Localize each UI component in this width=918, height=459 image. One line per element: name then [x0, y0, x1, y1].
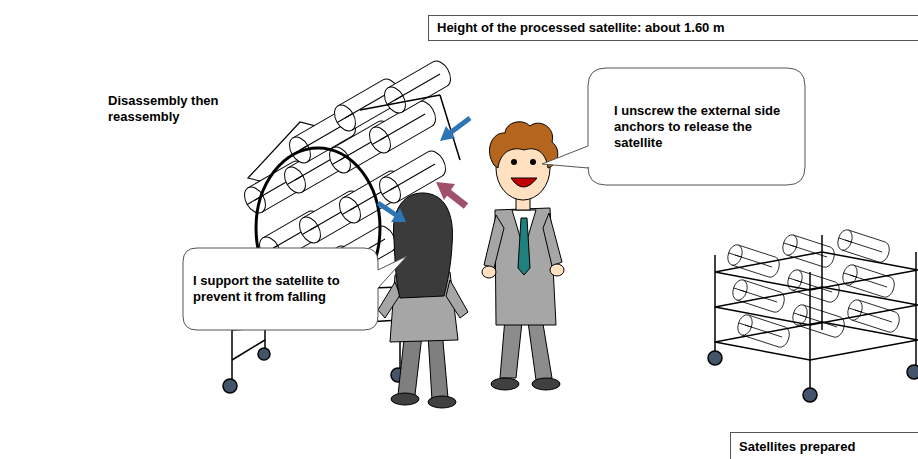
storage-rack: [803, 388, 817, 402]
storage-rack: [809, 272, 811, 388]
operator-woman: [378, 193, 468, 408]
operator-man: [490, 122, 558, 168]
bubble-outline: [542, 68, 805, 185]
operator-man: [511, 178, 537, 187]
storage-rack: [715, 287, 918, 325]
operator-man: [530, 159, 536, 165]
satellite-cylinders: [360, 95, 440, 110]
satellite-cart: [223, 379, 237, 393]
operator-woman: [378, 282, 400, 318]
satellite-cylinders: [840, 263, 896, 299]
operator-woman: [446, 280, 468, 318]
storage-rack: [821, 235, 823, 330]
operator-man: [543, 213, 562, 266]
operator-man: [518, 218, 530, 275]
operator-woman: [393, 193, 452, 298]
storage-rack: [708, 351, 722, 365]
node-text: I unscrew the external side anchors to r…: [614, 103, 787, 151]
note-box: Height of the processed satellite: about…: [428, 15, 918, 41]
action-arrows: [440, 126, 455, 141]
operator-man: [491, 378, 519, 390]
operator-woman: [428, 396, 456, 408]
operator-woman: [391, 393, 419, 405]
bubble-outline: [183, 248, 407, 330]
node-text: Height of the processed satellite: about…: [437, 20, 725, 36]
operator-man: [511, 159, 517, 165]
section-label: Disassembly then reassembly: [108, 93, 224, 125]
storage-rack: [708, 235, 918, 402]
storage-rack: [715, 322, 918, 360]
storage-rack: [715, 252, 918, 290]
operator-man: [532, 378, 560, 390]
operator-man: [484, 215, 504, 268]
action-arrows: [391, 208, 406, 222]
action-arrows: [436, 182, 455, 200]
storage-rack: [907, 365, 918, 379]
operator-man: [550, 264, 564, 276]
operator-man: [500, 318, 522, 378]
note-box: Satellites prepared: [730, 432, 918, 459]
operator-man: [528, 318, 552, 380]
speech-bubble: I unscrew the external side anchors to r…: [588, 68, 805, 185]
action-arrows: [450, 118, 470, 133]
action-arrows: [448, 192, 466, 206]
node-text: I support the satellite to prevent it fr…: [193, 273, 347, 305]
satellite-cylinders: [790, 303, 846, 339]
operator-man: [482, 266, 496, 278]
satellite-cart: [258, 348, 270, 360]
satellite-cylinders: [780, 233, 836, 269]
action-arrows: [378, 203, 396, 215]
storage-rack: [915, 252, 917, 366]
speech-bubble: I support the satellite to prevent it fr…: [183, 248, 378, 330]
satellite-cylinders: [735, 313, 791, 349]
action-arrows: [378, 118, 470, 222]
node-text: Satellites prepared: [739, 439, 855, 455]
storage-rack: [714, 255, 716, 352]
satellite-cylinders: [835, 228, 891, 264]
